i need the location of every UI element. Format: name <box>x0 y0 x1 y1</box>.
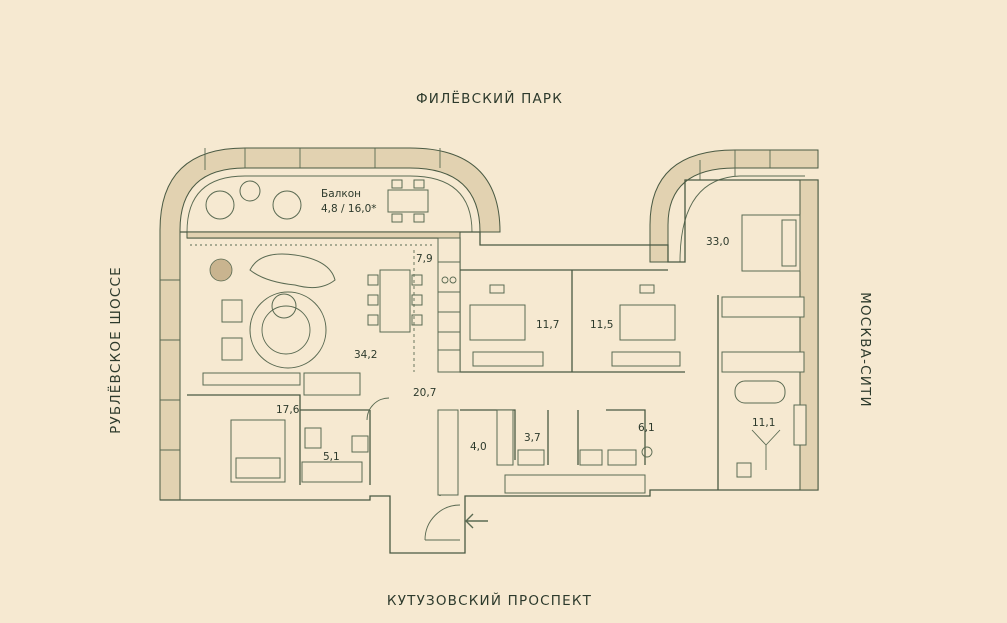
room-area-bath-mid: 6,1 <box>638 422 655 434</box>
room-area-wardrobe: 4,0 <box>470 441 487 453</box>
direction-south-label: КУТУЗОВСКИЙ ПРОСПЕКТ <box>386 593 593 609</box>
left-rooms <box>187 372 371 485</box>
balcony-area-label: 4,8 / 16,0* <box>321 203 377 215</box>
direction-north-label: ФИЛЁВСКИЙ ПАРК <box>415 91 564 107</box>
balcony-name-label: Балкон <box>321 188 361 200</box>
entrance <box>366 397 461 541</box>
room-area-kitchen: 7,9 <box>416 253 433 265</box>
entrance-arrow-icon <box>465 513 488 529</box>
room-area-bath-left: 5,1 <box>323 451 340 463</box>
middle-bedrooms <box>460 269 681 372</box>
living-furniture <box>190 244 435 372</box>
room-area-bedroom-mid-left: 11,7 <box>536 319 559 331</box>
room-area-bedroom-mid-right: 11,5 <box>590 319 613 331</box>
room-area-hall: 20,7 <box>413 387 436 399</box>
master-bedroom <box>717 214 807 490</box>
service-rooms <box>437 409 653 496</box>
kitchen-unit <box>437 237 461 373</box>
room-area-living: 34,2 <box>354 349 377 361</box>
room-area-bedroom-left: 17,6 <box>276 404 300 416</box>
balcony-right <box>649 149 819 263</box>
room-area-wc-1: 3,7 <box>524 432 541 444</box>
room-area-master-bedroom: 33,0 <box>706 236 729 248</box>
room-area-master-bath: 11,1 <box>752 417 775 429</box>
balcony <box>159 147 501 501</box>
